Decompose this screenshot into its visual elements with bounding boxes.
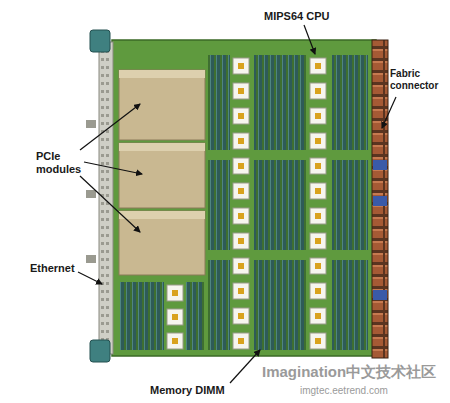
cpu-column <box>310 58 326 349</box>
circuit-board <box>112 40 376 356</box>
leader-line <box>80 104 140 150</box>
leader-line <box>382 97 396 128</box>
leader-line <box>230 350 260 383</box>
connector-key <box>373 196 387 206</box>
memory-dimm <box>186 282 204 350</box>
watermark: Imagination中文技术社区 <box>262 363 436 381</box>
fabric-connector <box>372 40 388 358</box>
part-label: Fabric connector <box>390 68 446 92</box>
part-label: Ethernet <box>30 262 75 275</box>
leader-line <box>84 162 142 174</box>
top-handle <box>90 30 110 52</box>
memory-dimm <box>208 260 230 350</box>
part-label: MIPS64 CPU <box>264 10 329 23</box>
leader-line <box>304 25 315 54</box>
pcie-module-top <box>119 143 205 151</box>
connector-key <box>373 290 387 300</box>
pcie-module <box>119 143 205 208</box>
memory-dimm <box>254 55 306 150</box>
pcie-module <box>119 211 205 275</box>
cpu-column <box>167 285 183 349</box>
memory-dimm <box>332 160 368 250</box>
memory-dimm <box>254 160 306 250</box>
watermark: imgtec.eetrend.com <box>300 385 388 397</box>
memory-dimm <box>332 260 368 350</box>
memory-dimm <box>332 55 368 150</box>
faceplate-tab <box>86 120 96 128</box>
memory-dimm <box>208 160 230 250</box>
memory-dimm <box>208 55 230 150</box>
leader-line <box>78 272 102 284</box>
pcie-module-top <box>119 211 205 219</box>
part-label: Memory DIMM <box>150 384 225 397</box>
faceplate <box>99 42 113 354</box>
leader-line <box>80 176 140 232</box>
part-label: PCIe modules <box>36 150 84 176</box>
cpu-column <box>233 58 249 349</box>
pcie-module-top <box>119 70 205 78</box>
faceplate-tab <box>86 190 96 198</box>
faceplate-tab <box>86 255 96 263</box>
memory-dimm <box>254 260 306 350</box>
bottom-handle <box>90 340 110 362</box>
connector-key <box>373 160 387 170</box>
pcie-module <box>119 70 205 140</box>
memory-dimm <box>120 282 164 350</box>
